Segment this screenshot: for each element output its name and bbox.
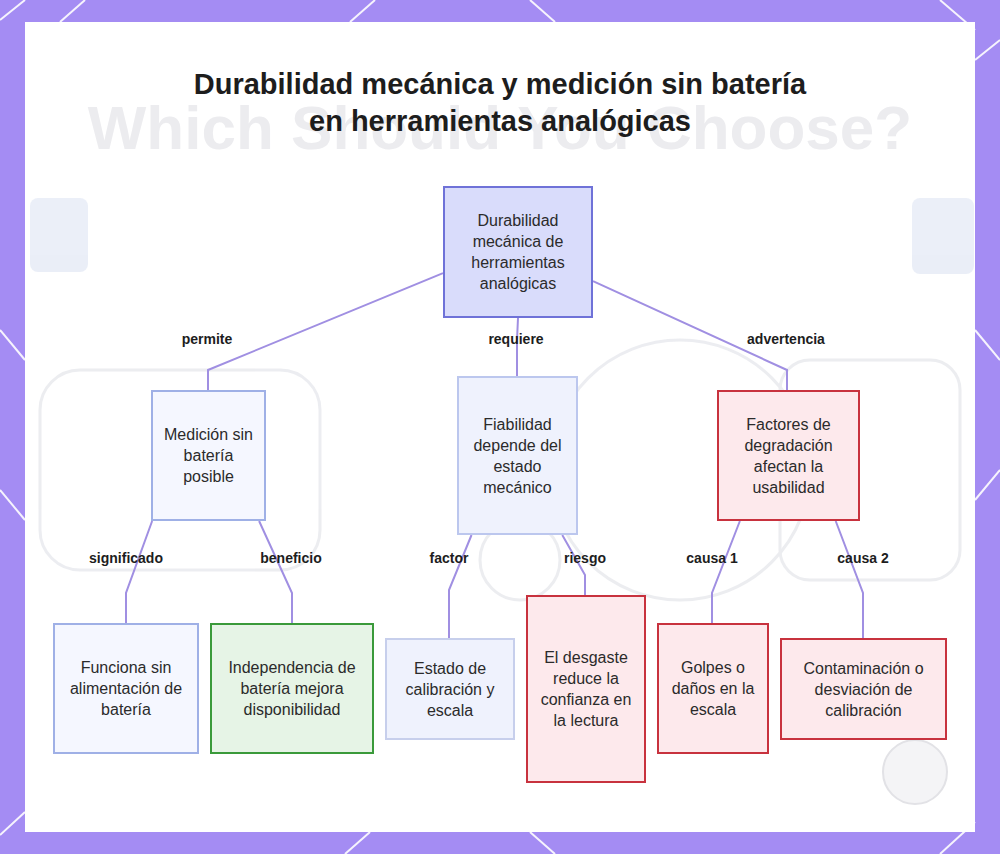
node-text: Medición sin batería posible bbox=[161, 424, 256, 487]
root-box: Durabilidad mecánica de herramientas ana… bbox=[443, 186, 593, 318]
connector-line bbox=[517, 318, 518, 376]
detail-box: Estado de calibración y escala bbox=[385, 638, 515, 740]
node-text: Fiabilidad depende del estado mecánico bbox=[467, 414, 568, 498]
connector-line bbox=[836, 521, 863, 638]
edge-label: significado bbox=[89, 550, 163, 566]
node-text: Factores de degradación afectan la usabi… bbox=[727, 414, 850, 498]
node-text: Independencia de batería mejora disponib… bbox=[220, 657, 364, 720]
concept-box: Fiabilidad depende del estado mecánico bbox=[457, 376, 578, 535]
edge-label: causa 1 bbox=[686, 550, 737, 566]
connector-line bbox=[208, 273, 443, 390]
edge-label: riesgo bbox=[564, 550, 606, 566]
node-text: Estado de calibración y escala bbox=[395, 658, 505, 721]
benefit-box: Independencia de batería mejora disponib… bbox=[210, 623, 374, 754]
edge-label: causa 2 bbox=[837, 550, 888, 566]
warning-box: Factores de degradación afectan la usabi… bbox=[717, 390, 860, 521]
connector-line bbox=[259, 521, 292, 623]
node-text: Funciona sin alimentación de batería bbox=[63, 657, 189, 720]
connector-line bbox=[712, 521, 740, 623]
concept-box: Medición sin batería posible bbox=[151, 390, 266, 521]
diagram-title: Durabilidad mecánica y medición sin bate… bbox=[180, 66, 820, 140]
detail-box: Funciona sin alimentación de batería bbox=[53, 623, 199, 754]
node-text: Contaminación o desviación de calibració… bbox=[790, 658, 937, 721]
edge-label: beneficio bbox=[260, 550, 321, 566]
risk-box: El desgaste reduce la confianza en la le… bbox=[526, 595, 646, 783]
risk-box: Golpes o daños en la escala bbox=[657, 623, 769, 754]
node-text: El desgaste reduce la confianza en la le… bbox=[536, 647, 636, 731]
node-text: Durabilidad mecánica de herramientas ana… bbox=[453, 210, 583, 294]
edge-label: advertencia bbox=[747, 331, 825, 347]
risk-box: Contaminación o desviación de calibració… bbox=[780, 638, 947, 740]
connector-line bbox=[126, 521, 152, 623]
node-text: Golpes o daños en la escala bbox=[667, 657, 759, 720]
edge-label: requiere bbox=[488, 331, 543, 347]
edge-label: factor bbox=[430, 550, 469, 566]
edge-label: permite bbox=[182, 331, 233, 347]
